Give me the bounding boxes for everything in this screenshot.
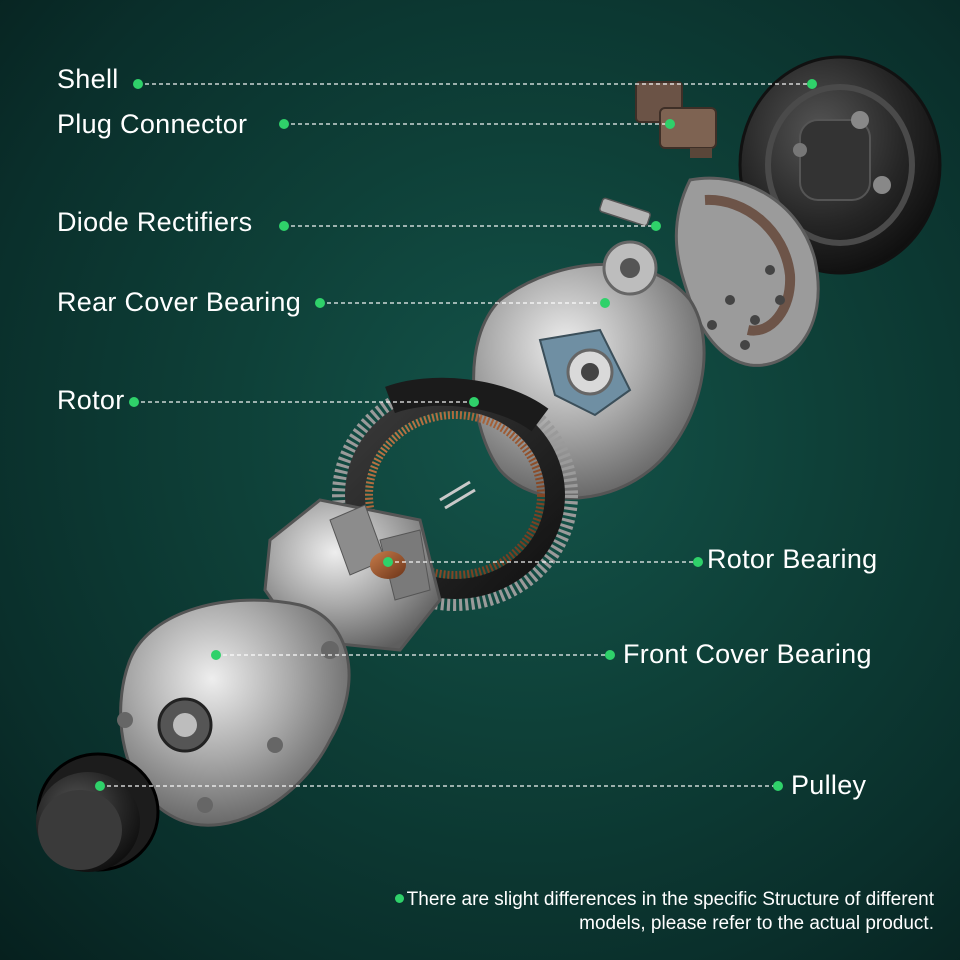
callout-dot xyxy=(383,557,393,567)
callout-dot xyxy=(807,79,817,89)
callout-dot xyxy=(651,221,661,231)
stator-ring-part xyxy=(332,377,578,611)
disclaimer-footnote: There are slight differences in the spec… xyxy=(334,888,934,936)
callout-dots xyxy=(95,79,817,791)
footnote-line-2: models, please refer to the actual produ… xyxy=(579,913,934,934)
callout-dot xyxy=(133,79,143,89)
callout-dot xyxy=(469,397,479,407)
label-plug-connector: Plug Connector xyxy=(57,109,248,139)
label-rotor: Rotor xyxy=(57,385,125,415)
leader-lines xyxy=(100,83,812,787)
pulley-part xyxy=(36,752,160,872)
label-rear-cover-bearing: Rear Cover Bearing xyxy=(57,287,302,317)
label-rotor-bearing: Rotor Bearing xyxy=(707,544,878,574)
footnote-line-1: There are slight differences in the spec… xyxy=(406,889,934,910)
diode-rectifier-part xyxy=(599,176,820,367)
callout-dot xyxy=(129,397,139,407)
callout-dot xyxy=(211,650,221,660)
callout-dot xyxy=(693,557,703,567)
callout-dot xyxy=(665,119,675,129)
callout-dot xyxy=(605,650,615,660)
bullet-dot xyxy=(394,894,404,903)
rear-cover-part xyxy=(472,240,706,500)
label-shell: Shell xyxy=(57,64,119,94)
callout-dot xyxy=(315,298,325,308)
callout-dot xyxy=(600,298,610,308)
callout-dot xyxy=(773,781,783,791)
plug-connector-part xyxy=(635,81,717,158)
label-pulley: Pulley xyxy=(791,770,867,800)
callout-dot xyxy=(279,119,289,129)
label-front-cover-bearing: Front Cover Bearing xyxy=(623,639,872,669)
label-diode-rectifiers: Diode Rectifiers xyxy=(57,207,253,237)
callout-dot xyxy=(279,221,289,231)
callout-dot xyxy=(95,781,105,791)
